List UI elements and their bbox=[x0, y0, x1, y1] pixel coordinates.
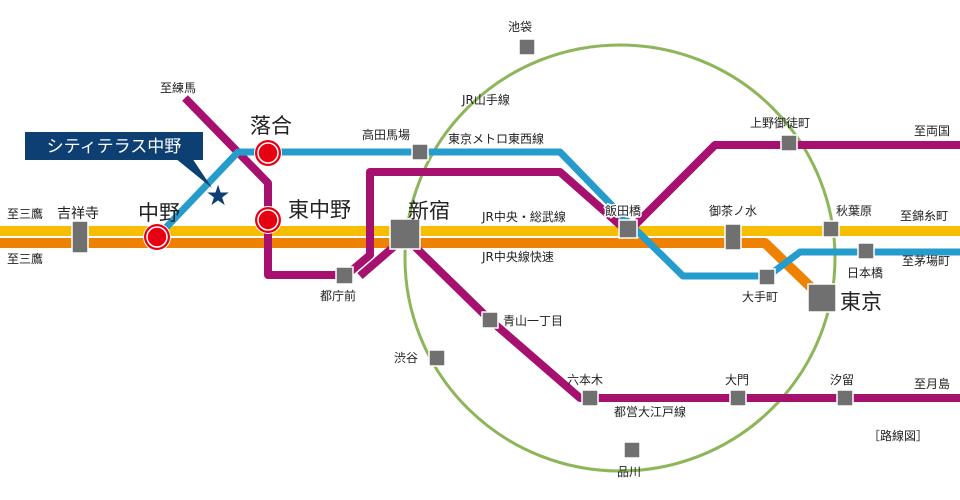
station-higashinakano[interactable] bbox=[254, 206, 282, 234]
station-nakano[interactable] bbox=[143, 223, 171, 251]
label-nakano: 中野 bbox=[138, 201, 180, 225]
station-aoyama[interactable] bbox=[481, 311, 499, 329]
property-star-icon: ★ bbox=[205, 179, 230, 212]
direction-mitaka-upper: 至三鷹 bbox=[7, 206, 43, 221]
map-caption: ［路線図］ bbox=[868, 428, 928, 443]
callout-box bbox=[25, 132, 203, 160]
station-ueno-okachimachi[interactable] bbox=[780, 134, 798, 152]
line-name-chuo-sobu: JR中央・総武線 bbox=[481, 209, 566, 224]
oedo-line-loop-north bbox=[347, 141, 960, 276]
label-daimon: 大門 bbox=[725, 373, 749, 387]
yamanote-line bbox=[403, 43, 837, 473]
label-shinjuku: 新宿 bbox=[408, 199, 450, 223]
label-higashinakano: 東中野 bbox=[288, 198, 351, 222]
label-aoyama: 青山一丁目 bbox=[503, 314, 563, 328]
direction-tsukishima: 至月島 bbox=[914, 376, 950, 391]
direction-mitaka-lower: 至三鷹 bbox=[7, 251, 43, 266]
station-akihabara[interactable] bbox=[822, 220, 840, 238]
chuo-rapid-line bbox=[0, 238, 826, 302]
label-kichijoji: 吉祥寺 bbox=[57, 206, 99, 222]
label-tochomae: 都庁前 bbox=[320, 288, 356, 303]
label-iidabashi: 飯田橋 bbox=[605, 203, 641, 218]
label-ochanomizu: 御茶ノ水 bbox=[709, 203, 757, 218]
label-ueno-okachimachi: 上野御徒町 bbox=[750, 115, 810, 130]
direction-ryogoku: 至両国 bbox=[914, 124, 950, 138]
label-roppongi: 六本木 bbox=[567, 373, 603, 387]
label-ikebukuro: 池袋 bbox=[508, 20, 532, 34]
station-roppongi[interactable] bbox=[581, 389, 599, 407]
station-shiodome[interactable] bbox=[836, 389, 854, 407]
station-ikebukuro[interactable] bbox=[518, 38, 536, 56]
station-nihonbashi[interactable] bbox=[857, 242, 875, 260]
station-shinagawa[interactable] bbox=[623, 441, 641, 459]
station-tokyo[interactable] bbox=[807, 283, 837, 313]
callout-label: シティテラス中野 bbox=[47, 137, 182, 157]
direction-kinshicho: 至錦糸町 bbox=[900, 208, 948, 223]
callout-pointer bbox=[175, 158, 212, 188]
oedo-line-loop-south bbox=[357, 233, 960, 402]
station-kichijoji[interactable] bbox=[71, 220, 89, 254]
line-name-yamanote: JR山手線 bbox=[461, 92, 510, 107]
station-takadanobaba[interactable] bbox=[411, 143, 429, 161]
label-otemachi: 大手町 bbox=[742, 290, 778, 304]
tozai-line bbox=[154, 148, 960, 280]
label-takadanobaba: 高田馬場 bbox=[362, 127, 410, 142]
station-shinjuku[interactable] bbox=[389, 218, 421, 250]
direction-nerima: 至練馬 bbox=[160, 81, 196, 95]
line-name-chuo-rapid: JR中央線快速 bbox=[481, 249, 554, 264]
station-daimon[interactable] bbox=[729, 389, 747, 407]
direction-kayabacho: 至茅場町 bbox=[902, 254, 950, 268]
station-otemachi[interactable] bbox=[758, 268, 776, 286]
station-tochomae[interactable] bbox=[335, 266, 354, 285]
label-shiodome: 汐留 bbox=[830, 372, 854, 387]
station-shibuya[interactable] bbox=[428, 349, 446, 367]
line-name-tozai: 東京メトロ東西線 bbox=[448, 131, 544, 146]
station-ochanomizu[interactable] bbox=[724, 223, 742, 251]
label-nihonbashi: 日本橋 bbox=[847, 266, 883, 280]
label-tokyo: 東京 bbox=[840, 290, 882, 314]
label-shinagawa: 品川 bbox=[617, 465, 641, 479]
station-ochiai[interactable] bbox=[254, 139, 282, 167]
label-shibuya: 渋谷 bbox=[394, 351, 418, 365]
label-ochiai: 落合 bbox=[250, 114, 292, 138]
label-akihabara: 秋葉原 bbox=[836, 204, 872, 218]
line-name-oedo: 都営大江戸線 bbox=[614, 404, 686, 419]
station-iidabashi[interactable] bbox=[618, 219, 638, 239]
